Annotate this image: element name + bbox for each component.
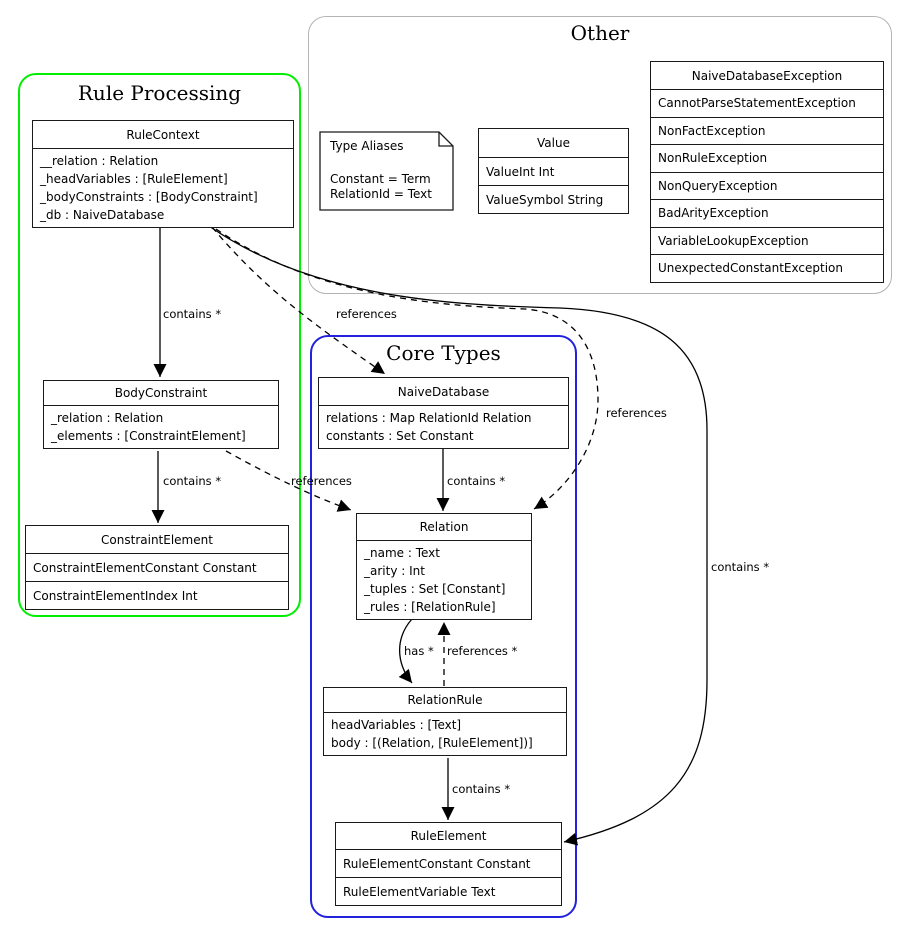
edge-label: contains * (452, 782, 511, 796)
group-rule-processing: Rule Processing (18, 73, 301, 617)
edge-label: references (606, 406, 667, 420)
node-value: Value ValueInt Int ValueSymbol String (478, 128, 629, 214)
note-outline (319, 131, 454, 211)
table-row: ConstraintElementIndex Int (26, 581, 288, 609)
node-exceptions: NaiveDatabaseException CannotParseStatem… (650, 61, 884, 283)
edge-bodyconstraint-relation (225, 450, 352, 512)
edge-rulecontext-naivedatabase (211, 226, 386, 375)
node-ruleelement-title: RuleElement (410, 829, 487, 843)
field: _bodyConstraints : [BodyConstraint] (40, 190, 258, 204)
table-row: ValueSymbol String (479, 185, 628, 213)
note-spacer (330, 154, 432, 172)
table-row: BadArityException (651, 199, 883, 227)
table-row: RuleElementVariable Text (336, 877, 561, 905)
field: constants : Set Constant (326, 429, 474, 443)
node-rulecontext: RuleContext __relation : Relation _headV… (32, 120, 294, 228)
node-exceptions-title: NaiveDatabaseException (691, 68, 843, 83)
node-value-title: Value (537, 136, 570, 150)
field: body : [(Relation, [RuleElement])] (331, 736, 533, 750)
note-fold-icon (438, 132, 453, 147)
node-naivedatabase-title: NaiveDatabase (319, 378, 568, 406)
field: __relation : Relation (40, 154, 159, 168)
edge-rulecontext-ruleelement (208, 225, 708, 846)
group-other-title: Other (570, 21, 630, 45)
note-title: Type Aliases (330, 139, 404, 153)
group-rule-processing-title: Rule Processing (77, 81, 242, 105)
table-row: ConstraintElementConstant Constant (26, 553, 288, 581)
table-row: VariableLookupException (651, 226, 883, 255)
edge-label: references (336, 307, 397, 321)
node-naivedatabase: NaiveDatabase relations : Map RelationId… (318, 377, 569, 449)
table-row: RuleElementConstant Constant (336, 849, 561, 877)
node-bodyconstraint-title: BodyConstraint (44, 381, 278, 406)
node-bodyconstraint: BodyConstraint _relation : Relation _ele… (43, 380, 279, 449)
table-row: CannotParseStatementException (651, 89, 883, 117)
field: _tuples : Set [Constant] (364, 582, 506, 596)
field: _relation : Relation (51, 411, 164, 425)
edge-label: references (291, 474, 352, 488)
field: headVariables : [Text] (331, 718, 462, 732)
table-row: NonQueryException (651, 171, 883, 200)
table-row: NonFactException (651, 116, 883, 145)
edge-relation-relationrule-has (398, 618, 413, 684)
field: _headVariables : [RuleElement] (40, 172, 228, 186)
node-bodyconstraint-fields: _relation : Relation _elements : [Constr… (44, 406, 278, 448)
group-core-types-title: Core Types (386, 341, 501, 365)
table-row: ValueInt Int (479, 157, 628, 185)
edge-rulecontext-relation (215, 228, 599, 510)
table-row: UnexpectedConstantException (651, 254, 883, 282)
node-ruleelement: RuleElement RuleElementConstant Constant… (335, 822, 562, 906)
node-relation-fields: _name : Text _arity : Int _tuples : Set … (357, 541, 531, 619)
group-core-types: Core Types (310, 335, 577, 918)
edge-label: contains * (163, 307, 222, 321)
field: _rules : [RelationRule] (364, 600, 496, 614)
note-type-aliases: Type Aliases Constant = Term RelationId … (330, 139, 432, 202)
node-relationrule: RelationRule headVariables : [Text] body… (323, 687, 567, 756)
note-line: RelationId = Text (330, 187, 432, 201)
edge-label: contains * (447, 474, 506, 488)
group-other: Other (308, 16, 892, 294)
node-relationrule-fields: headVariables : [Text] body : [(Relation… (324, 713, 566, 755)
edge-label: contains * (163, 474, 222, 488)
edge-label: references * (447, 644, 518, 658)
field: _arity : Int (364, 564, 425, 578)
node-constraintelement: ConstraintElement ConstraintElementConst… (25, 525, 289, 610)
field: _db : NaiveDatabase (40, 208, 165, 222)
field: relations : Map RelationId Relation (326, 411, 532, 425)
node-rulecontext-title: RuleContext (33, 121, 293, 149)
node-naivedatabase-fields: relations : Map RelationId Relation cons… (319, 406, 568, 448)
field: _elements : [ConstraintElement] (51, 429, 246, 443)
field: _name : Text (364, 546, 440, 560)
node-rulecontext-fields: __relation : Relation _headVariables : [… (33, 149, 293, 227)
edge-label: has * (404, 644, 434, 658)
node-relationrule-title: RelationRule (324, 688, 566, 713)
node-constraintelement-title: ConstraintElement (101, 532, 213, 547)
edge-label: contains * (711, 560, 770, 574)
node-relation: Relation _name : Text _arity : Int _tupl… (356, 513, 532, 620)
table-row: NonRuleException (651, 144, 883, 172)
note-line: Constant = Term (330, 172, 431, 186)
node-relation-title: Relation (357, 514, 531, 541)
